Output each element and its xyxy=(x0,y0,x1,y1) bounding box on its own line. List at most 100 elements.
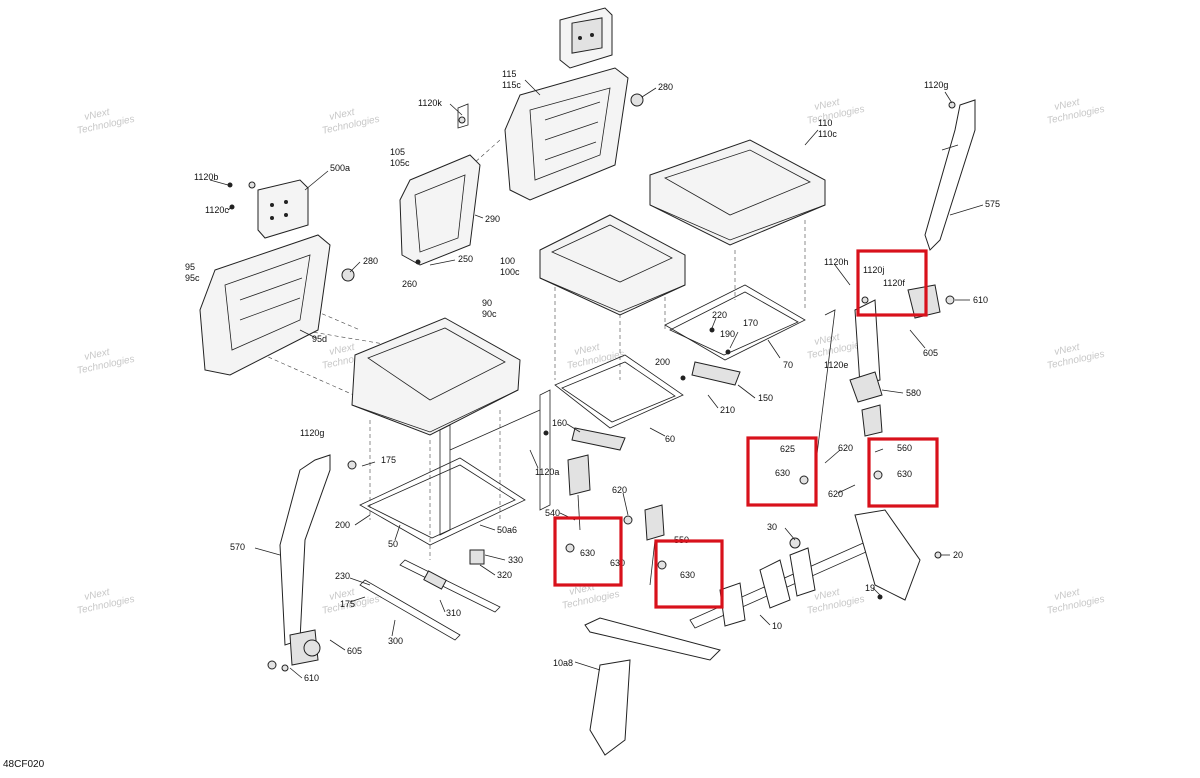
callout-175-b: 175 xyxy=(340,599,355,609)
watermark: vNext xyxy=(83,107,111,123)
callout-630-r1: 630 xyxy=(775,468,790,478)
highlight-box-belt-anchor xyxy=(856,249,928,317)
callout-labels: 1120g 575 115 115c 280 1120k 110 110c 10… xyxy=(185,69,1000,683)
watermark: vNext xyxy=(813,332,841,348)
figure-code: 48CF020 xyxy=(3,759,45,770)
callout-110c: 110c xyxy=(818,129,837,139)
callout-115: 115 xyxy=(502,69,516,79)
callout-320: 320 xyxy=(497,570,512,580)
callout-620-mid: 620 xyxy=(612,485,627,495)
seat-frame-60 xyxy=(554,354,684,451)
callout-570: 570 xyxy=(230,542,245,552)
callout-300: 300 xyxy=(388,636,403,646)
headrest-top xyxy=(559,7,613,69)
seat-cushion-center xyxy=(539,214,686,316)
callout-60: 60 xyxy=(665,434,675,444)
callout-1120b: 1120b xyxy=(194,172,218,182)
callout-95d: 95d xyxy=(312,334,327,344)
callout-175-a: 175 xyxy=(381,455,396,465)
callout-30: 30 xyxy=(767,522,777,532)
callout-10: 10 xyxy=(772,621,782,631)
highlight-box-630-right-b xyxy=(867,437,939,508)
seat-rails xyxy=(359,549,501,641)
callout-150: 150 xyxy=(758,393,773,403)
callout-19: 19 xyxy=(865,583,875,593)
callout-70: 70 xyxy=(783,360,793,370)
callout-630-m3: 630 xyxy=(680,570,695,580)
callout-115c: 115c xyxy=(502,80,521,90)
callout-280-top: 280 xyxy=(658,82,673,92)
callout-540: 540 xyxy=(545,508,560,518)
callout-20: 20 xyxy=(953,550,963,560)
callout-200-left: 200 xyxy=(335,520,350,530)
callout-210: 210 xyxy=(720,405,735,415)
highlight-box-630-center-b xyxy=(654,539,724,609)
seat-cushion-left xyxy=(351,317,521,436)
callout-100c: 100c xyxy=(500,267,520,277)
callout-90: 90 xyxy=(482,298,492,308)
callout-605-right: 605 xyxy=(923,348,938,358)
callout-630-r2: 630 xyxy=(897,469,912,479)
callout-575: 575 xyxy=(985,199,1000,209)
callout-330: 330 xyxy=(508,555,523,565)
callout-105c: 105c xyxy=(390,158,410,168)
callout-630-m2: 630 xyxy=(610,558,625,568)
callout-610-left: 610 xyxy=(304,673,319,683)
watermark: vNext xyxy=(1053,587,1081,603)
callout-230: 230 xyxy=(335,571,350,581)
watermark: vNext xyxy=(1053,97,1081,113)
watermark: vNext xyxy=(813,97,841,113)
highlight-boxes xyxy=(553,249,939,609)
callout-105: 105 xyxy=(390,147,405,157)
callout-610-right: 610 xyxy=(973,295,988,305)
buckles-center xyxy=(567,454,665,586)
headrest-left xyxy=(257,179,309,239)
callout-280-left: 280 xyxy=(363,256,378,266)
callout-260: 260 xyxy=(402,279,417,289)
callout-620-r2: 620 xyxy=(828,489,843,499)
callout-560: 560 xyxy=(897,443,912,453)
watermark: vNext xyxy=(813,587,841,603)
watermark: vNext xyxy=(328,107,356,123)
callout-1120a: 1120a xyxy=(535,467,559,477)
callout-200-mid: 200 xyxy=(655,357,670,367)
leader-lines xyxy=(209,79,984,679)
callout-580: 580 xyxy=(906,388,921,398)
watermark: vNext xyxy=(1053,342,1081,358)
callout-95c: 95c xyxy=(185,273,200,283)
watermark: vNext xyxy=(83,587,111,603)
callout-1120k: 1120k xyxy=(418,98,442,108)
seat-frame-70 xyxy=(664,284,806,386)
seat-cushion-right xyxy=(649,139,826,246)
seat-back-left xyxy=(199,234,355,376)
callout-1120g-top: 1120g xyxy=(924,80,948,90)
callout-630-m1: 630 xyxy=(580,548,595,558)
seat-frame-50 xyxy=(359,389,551,546)
watermark: vNext xyxy=(328,587,356,603)
callout-10a8: 10a8 xyxy=(553,658,573,668)
highlight-box-630-right-a xyxy=(746,436,818,507)
seat-back-left-middle xyxy=(399,103,481,266)
callout-1120f: 1120f xyxy=(883,278,905,288)
callout-1120e: 1120e xyxy=(824,360,848,370)
callout-100: 100 xyxy=(500,256,515,266)
seat-support-frame xyxy=(584,509,921,756)
callout-170: 170 xyxy=(743,318,758,328)
callout-1120h: 1120h xyxy=(824,257,848,267)
callout-250: 250 xyxy=(458,254,473,264)
seat-belt-left xyxy=(279,454,331,666)
callout-620-r1: 620 xyxy=(838,443,853,453)
callout-1120j: 1120j xyxy=(863,265,884,275)
watermark: vNext xyxy=(83,347,111,363)
callout-290: 290 xyxy=(485,214,500,224)
callout-605-left: 605 xyxy=(347,646,362,656)
callout-190: 190 xyxy=(720,329,735,339)
hardware-fasteners xyxy=(227,101,956,672)
seat-back-center xyxy=(504,67,644,201)
watermark: vNext xyxy=(328,342,356,358)
callout-625: 625 xyxy=(780,444,795,454)
callout-500a: 500a xyxy=(330,163,350,173)
callout-1120c: 1120c xyxy=(205,205,229,215)
